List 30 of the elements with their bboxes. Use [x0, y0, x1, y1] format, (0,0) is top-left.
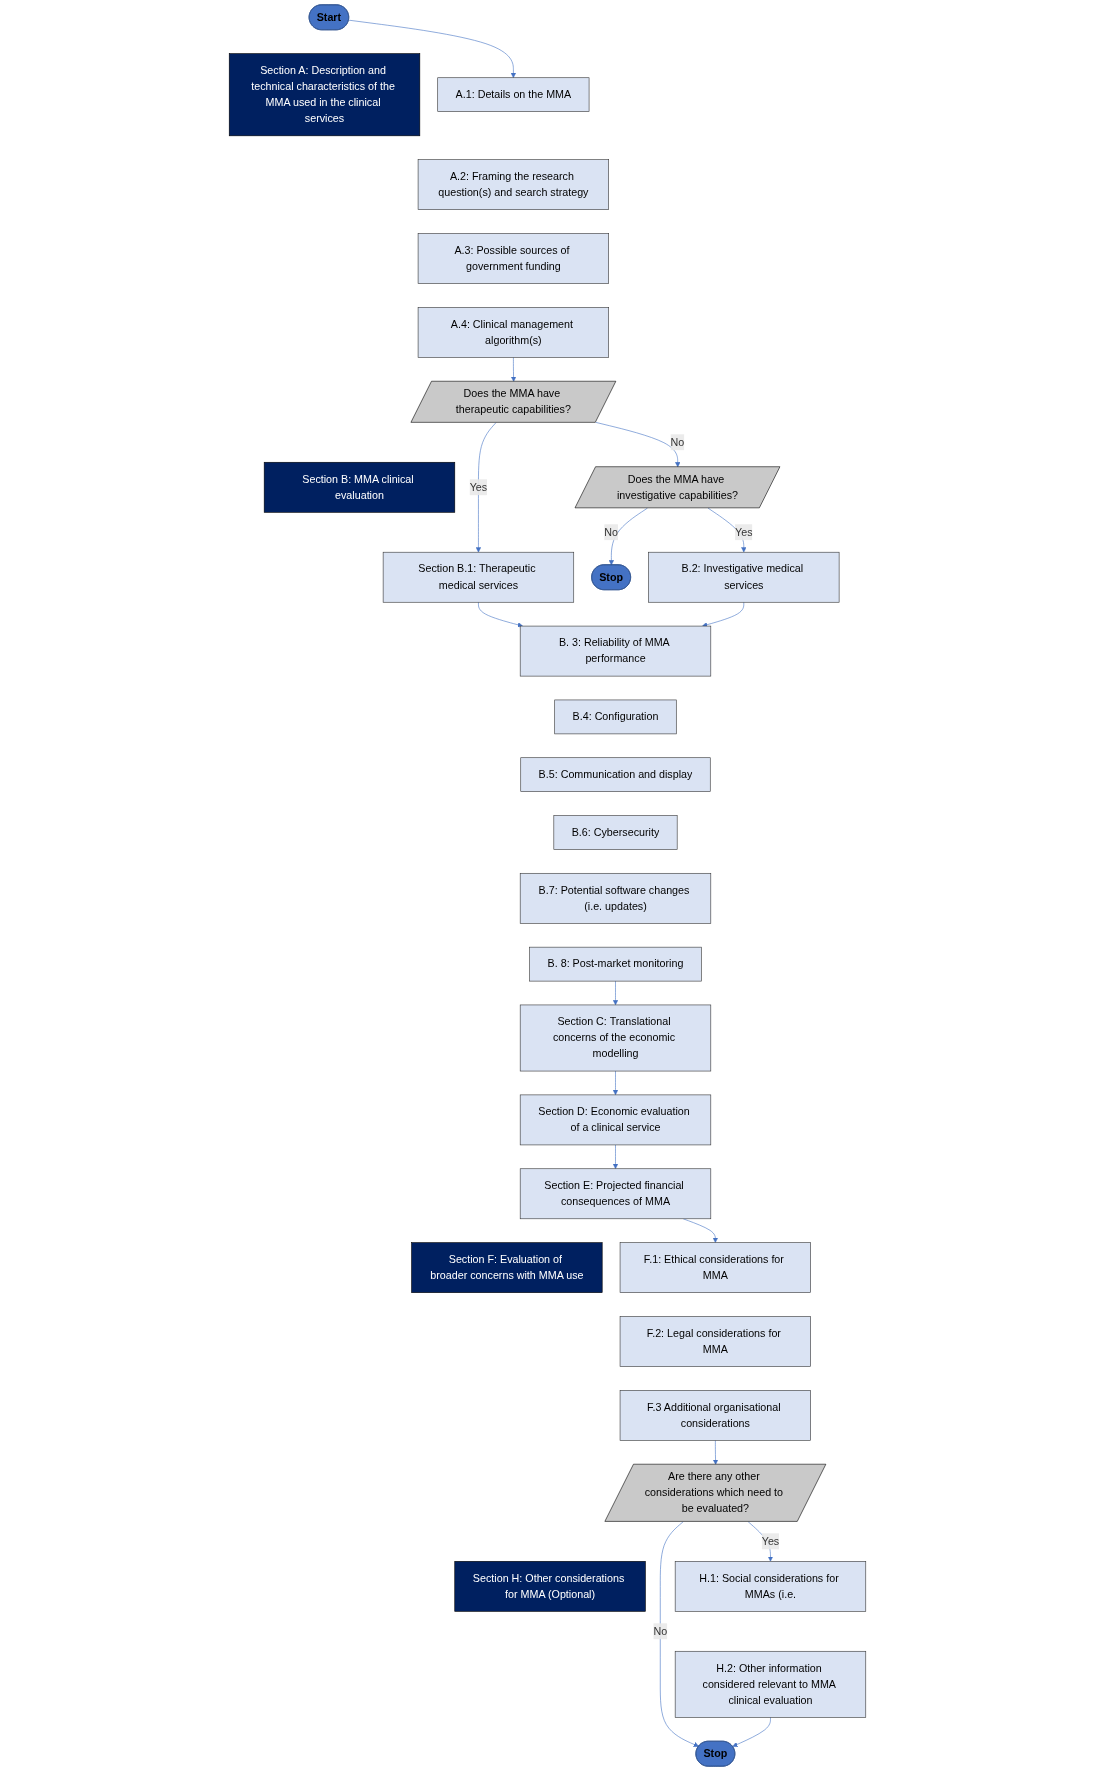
node-box: B. 8: Post-market monitoring	[529, 946, 702, 982]
node-box: A.2: Framing the research question(s) and search strategy	[417, 159, 609, 210]
node-box: B.6: Cybersecurity	[553, 815, 678, 850]
node-box: A.1: Details on the MMA	[437, 77, 590, 112]
edge-label: Yes	[735, 526, 753, 538]
node-box: F.1: Ethical considerations for MMA	[619, 1242, 811, 1293]
edge-label: Yes	[469, 481, 488, 493]
node-box: Section B.1: Therapeutic medical services	[382, 551, 575, 603]
edge-label: No	[653, 1625, 668, 1637]
node-box: H.1: Social considerations for MMAs (i.e.	[674, 1561, 867, 1612]
node-box: Section D: Economic evaluation of a clinical service	[519, 1094, 712, 1146]
node-box: Section F: Evaluation of broader concerns with MMA use	[411, 1242, 603, 1293]
node-box: Section B: MMA clinical evaluation	[263, 461, 456, 513]
node-box: Section E: Projected financial consequences of MMA	[519, 1168, 712, 1220]
node-box: Section H: Other considerations for MMA (Optional)	[454, 1561, 646, 1612]
node-box: B.2: Investigative medical services	[648, 551, 840, 603]
edge-label: No	[670, 436, 685, 448]
edge-label: Yes	[761, 1535, 780, 1548]
node-box: Section A: Description and technical characteristics of the MMA used in the clinical services	[228, 53, 421, 137]
node-box: Section C: Translational concerns of the economic modelling	[519, 1004, 712, 1072]
node-box: H.2: Other information considered relevant to MMA clinical evaluation	[674, 1650, 867, 1718]
node-box: B.4: Configuration	[554, 699, 677, 735]
node-box: F.3 Additional organisational considerations	[619, 1390, 811, 1441]
node-box: A.3: Possible sources of government funding	[417, 233, 609, 284]
node-box: F.2: Legal considerations for MMA	[619, 1316, 811, 1367]
node-box: B.7: Potential software changes (i.e. updates)	[519, 873, 712, 924]
edge-label: No	[604, 526, 618, 538]
node-box: B. 3: Reliability of MMA performance	[519, 625, 712, 677]
node-box: B.5: Communication and display	[520, 757, 711, 792]
node-box: A.4: Clinical management algorithm(s)	[417, 307, 609, 358]
